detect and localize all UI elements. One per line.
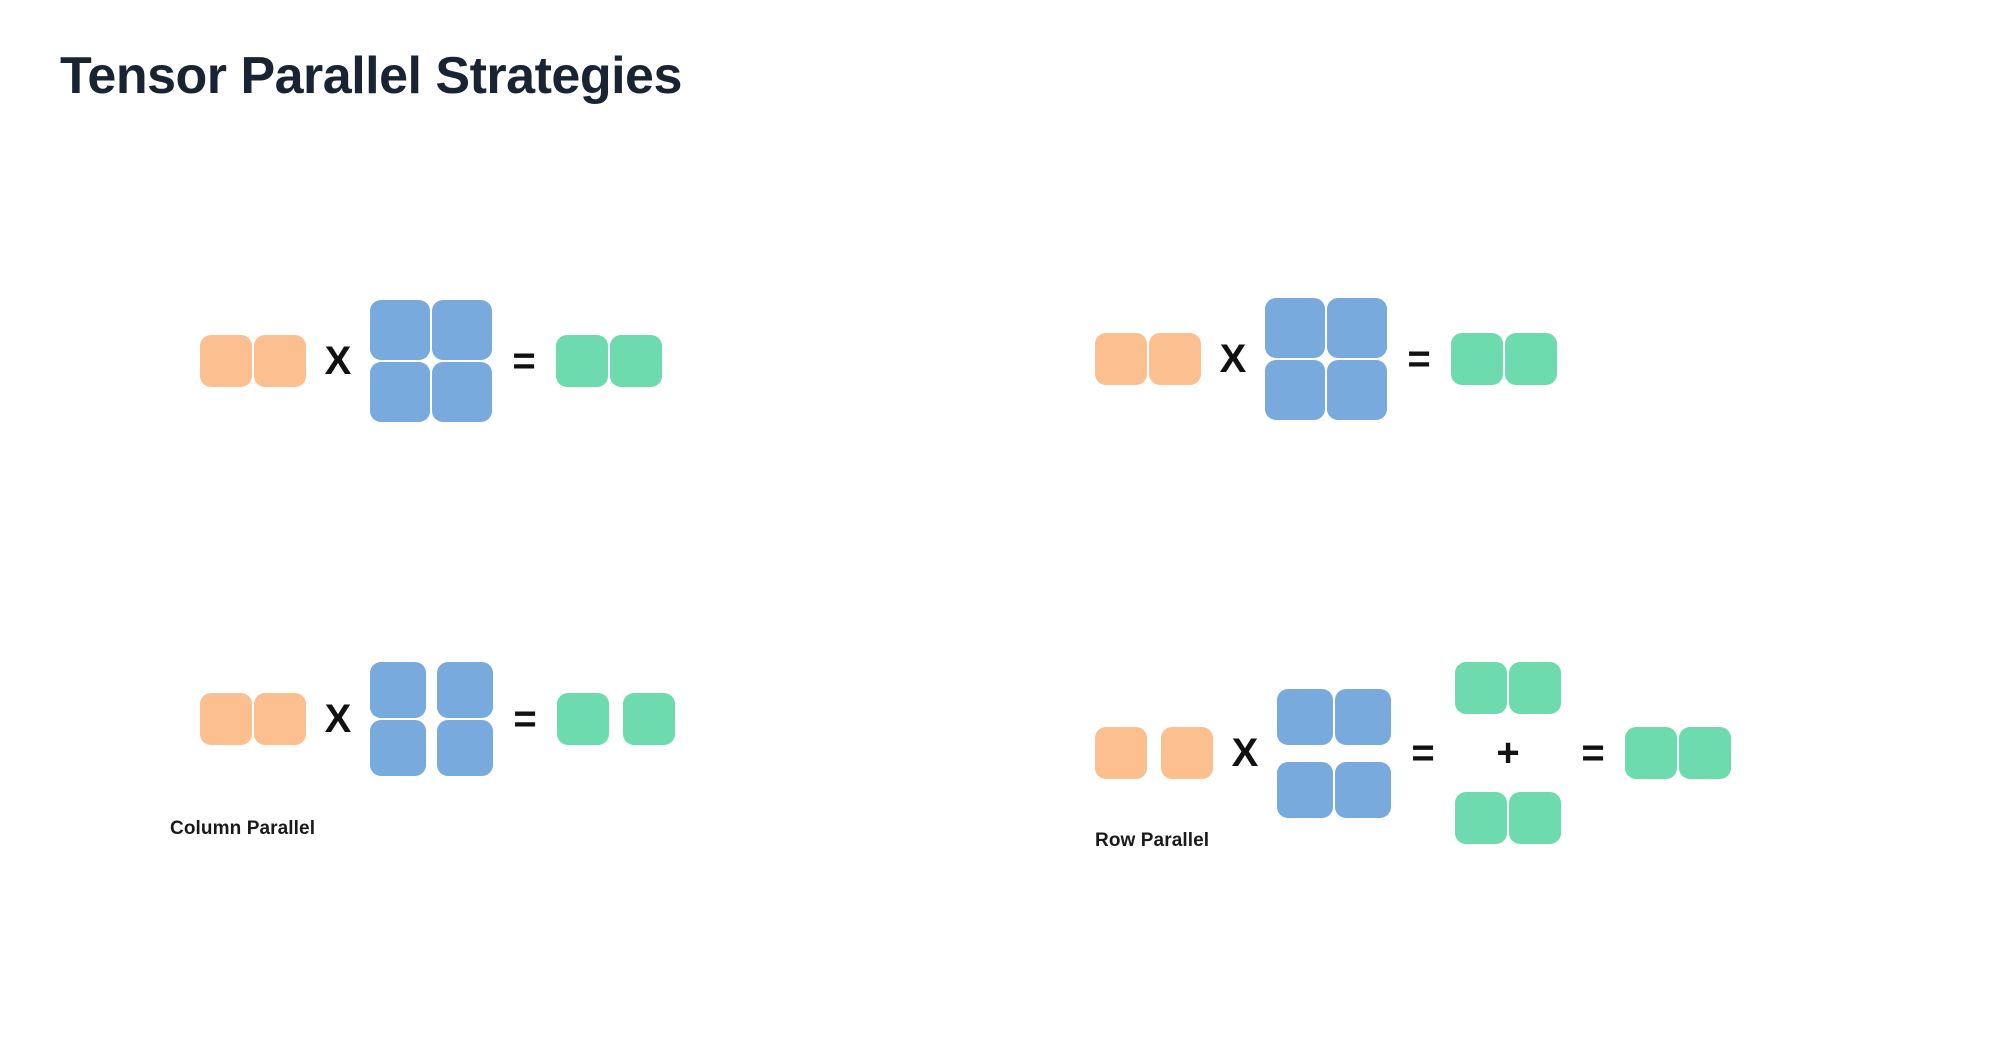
matrix-cell-green — [1455, 792, 1507, 844]
output-matrix-green — [556, 335, 662, 387]
matrix-cell-orange — [1149, 333, 1201, 385]
output-matrix-green — [1451, 333, 1557, 385]
matrix-row — [370, 362, 492, 422]
matrix-cell-blue — [1335, 761, 1391, 818]
matrix-cell-blue — [1265, 360, 1325, 420]
matrix-cell-green — [556, 335, 608, 387]
output-matrix-green-column-sharded — [557, 693, 675, 745]
matrix-cell-blue — [1335, 688, 1391, 745]
input-matrix-orange — [200, 693, 306, 745]
matrix-cell-orange — [254, 335, 306, 387]
weight-shard-row — [1277, 761, 1391, 818]
weight-matrix-blue-row-sharded — [1277, 688, 1391, 818]
matrix-cell-orange — [1095, 333, 1147, 385]
input-matrix-orange-column-sharded — [1095, 727, 1213, 779]
multiply-operator: X — [1231, 731, 1259, 775]
matrix-cell-blue — [370, 362, 430, 422]
matrix-cell-blue — [370, 300, 430, 360]
matrix-cell-green — [557, 693, 609, 745]
equation-row-parallel-sharded: X = + = — [1095, 662, 1731, 844]
matrix-cell-blue — [432, 362, 492, 422]
matrix-cell-green — [1509, 662, 1561, 714]
matrix-cell-blue — [370, 720, 426, 776]
matrix-cell-blue — [1327, 360, 1387, 420]
matrix-row — [200, 335, 306, 387]
equals-operator: = — [513, 697, 537, 741]
section-label-column-parallel: Column Parallel — [170, 818, 316, 839]
input-matrix-orange — [200, 335, 306, 387]
equals-operator: = — [1581, 731, 1605, 775]
equals-operator: = — [512, 339, 536, 383]
matrix-cell-green — [1679, 727, 1731, 779]
weight-shard-column — [370, 662, 426, 776]
weight-matrix-blue-column-sharded — [370, 662, 493, 776]
matrix-row — [1265, 360, 1387, 420]
matrix-cell-blue — [1277, 761, 1333, 818]
equals-operator: = — [1411, 731, 1435, 775]
multiply-operator: X — [324, 697, 352, 741]
multiply-operator: X — [324, 339, 352, 383]
matrix-cell-blue — [437, 662, 493, 718]
matrix-cell-blue — [1327, 298, 1387, 358]
matrix-row — [556, 335, 662, 387]
matrix-cell-green — [623, 693, 675, 745]
plus-operator: + — [1496, 731, 1520, 775]
equation-column-parallel-baseline: X = — [200, 300, 662, 422]
equation-row-parallel-baseline: X = — [1095, 298, 1557, 420]
equation-column-parallel-sharded: X = — [200, 662, 675, 776]
section-label-row-parallel: Row Parallel — [1095, 830, 1210, 851]
matrix-row — [1265, 298, 1387, 358]
weight-shard-column — [437, 662, 493, 776]
weight-matrix-blue — [370, 300, 492, 422]
matrix-cell-green — [1625, 727, 1677, 779]
matrix-cell-green — [610, 335, 662, 387]
matrix-cell-orange — [200, 693, 252, 745]
matrix-cell-orange — [254, 693, 306, 745]
matrix-cell-orange — [1161, 727, 1213, 779]
partial-output-matrix-green — [1455, 792, 1561, 844]
matrix-cell-green — [1509, 792, 1561, 844]
matrix-row — [200, 693, 306, 745]
matrix-cell-green — [1451, 333, 1503, 385]
matrix-cell-orange — [1095, 727, 1147, 779]
partial-output-matrix-green — [1455, 662, 1561, 714]
matrix-cell-orange — [200, 335, 252, 387]
output-matrix-green — [1625, 727, 1731, 779]
page-title: Tensor Parallel Strategies — [60, 47, 682, 105]
matrix-cell-blue — [432, 300, 492, 360]
equals-operator: = — [1407, 337, 1431, 381]
matrix-row — [370, 300, 492, 360]
weight-shard-row — [1277, 688, 1391, 745]
weight-matrix-blue — [1265, 298, 1387, 420]
matrix-cell-green — [1455, 662, 1507, 714]
matrix-cell-blue — [1277, 688, 1333, 745]
matrix-cell-blue — [437, 720, 493, 776]
multiply-operator: X — [1219, 337, 1247, 381]
input-matrix-orange — [1095, 333, 1201, 385]
matrix-cell-blue — [370, 662, 426, 718]
matrix-cell-green — [1505, 333, 1557, 385]
partial-sums-group: + — [1455, 662, 1561, 844]
matrix-cell-blue — [1265, 298, 1325, 358]
